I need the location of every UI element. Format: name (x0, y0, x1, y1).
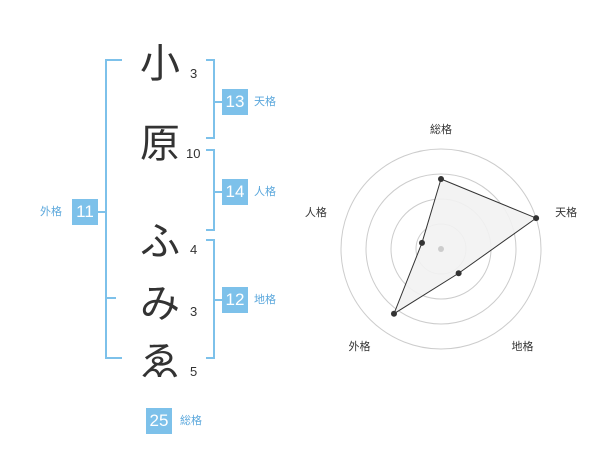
radar-grid-ring-3 (365, 173, 517, 325)
jin-kaku-label: 人格 (254, 185, 276, 198)
radar-axis-label-5: 人格 (305, 205, 327, 219)
name-char-2: 原 (140, 121, 180, 167)
ten-kaku-value: 13 (222, 89, 248, 115)
name-char-1: 小 (140, 41, 180, 87)
jin-kaku-value: 14 (222, 179, 248, 205)
radar-axis-label-2: 天格 (555, 205, 577, 219)
radar-axis-label-3: 地格 (512, 339, 534, 353)
ten-bracket (206, 59, 215, 139)
radar-center-dot (438, 246, 444, 252)
stroke-count-4: 3 (190, 304, 198, 319)
radar-point-3 (455, 270, 462, 277)
name-char-4: み (140, 281, 180, 327)
radar-point-4 (390, 310, 397, 317)
ten-kaku-label: 天格 (254, 95, 276, 108)
radar-axis-label-1: 総格 (430, 122, 452, 136)
radar-point-1 (438, 176, 444, 182)
gai-kaku-value: 11 (72, 199, 98, 225)
stroke-count-5: 5 (190, 364, 198, 379)
gai-kaku-label: 外格 (40, 205, 62, 218)
name-char-3: ふ (140, 219, 180, 265)
radar-point-5 (418, 239, 425, 246)
sou-kaku-value: 25 (146, 408, 172, 434)
stroke-count-2: 10 (186, 146, 201, 161)
jin-bracket (206, 149, 215, 231)
stroke-count-3: 4 (190, 242, 198, 257)
name-char-5: ゑ (140, 339, 180, 385)
radar-data-area (392, 178, 538, 315)
gai-bracket (105, 59, 122, 359)
chi-kaku-label: 地格 (254, 293, 276, 306)
radar-grid-ring-4 (340, 148, 542, 350)
radar-axis-label-4: 外格 (348, 339, 370, 353)
sou-kaku-label: 総格 (180, 414, 202, 427)
chi-kaku-value: 12 (222, 287, 248, 313)
radar-point-2 (533, 215, 540, 222)
stroke-count-1: 3 (190, 66, 198, 81)
